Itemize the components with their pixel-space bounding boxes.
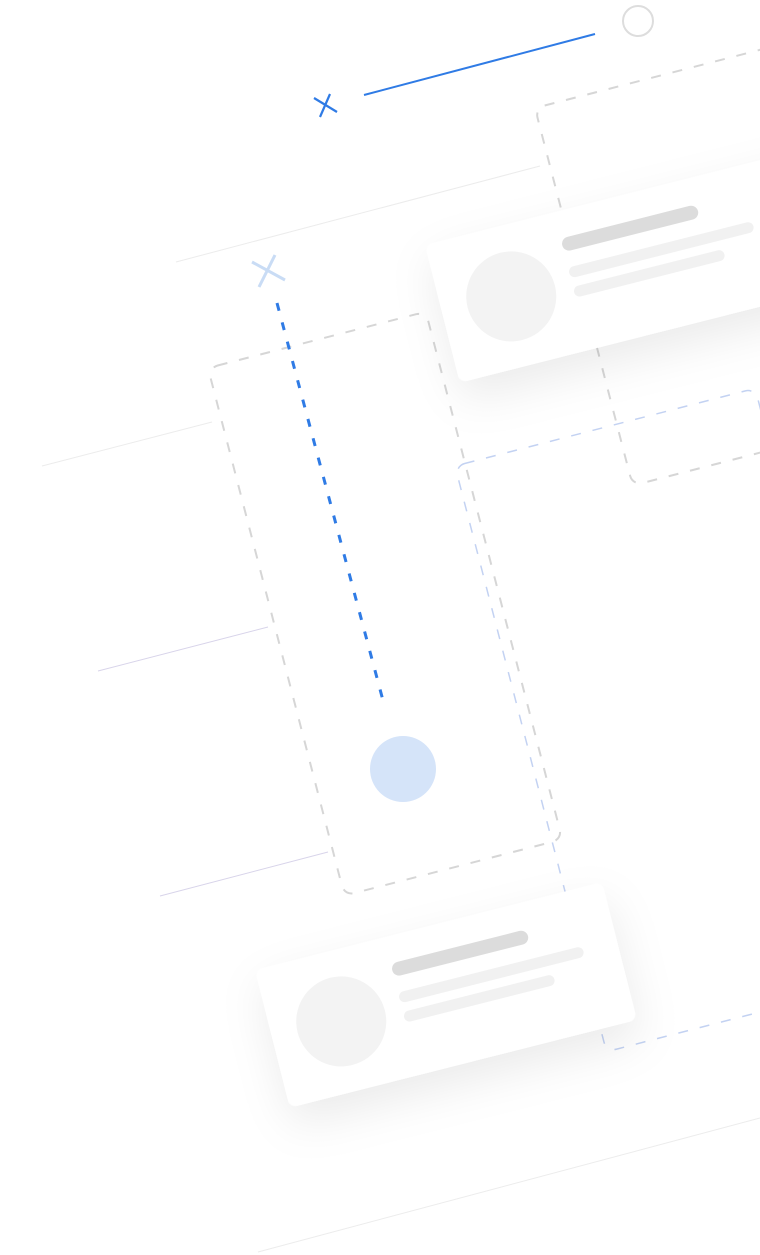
avatar (296, 976, 387, 1067)
dashed-frame-blue (456, 389, 760, 1051)
text-bar (574, 250, 725, 297)
guide-line (97, 626, 269, 672)
name-bar (392, 930, 529, 976)
ring-icon (622, 5, 654, 37)
text-bar (404, 975, 555, 1022)
dashed-frame-right (536, 34, 760, 485)
avatar (466, 251, 557, 342)
guide-line (41, 421, 213, 467)
close-icon-faint (251, 254, 286, 288)
name-bar (562, 205, 699, 251)
drop-target-dot[interactable] (370, 736, 436, 802)
profile-card-bottom[interactable] (255, 882, 637, 1107)
guide-line (175, 165, 541, 263)
guide-line (159, 851, 329, 897)
dashed-frame-middle (209, 312, 562, 895)
text-bar (399, 947, 584, 1003)
connector-line (363, 33, 596, 96)
guide-line (257, 1117, 760, 1253)
text-bar (569, 222, 754, 278)
profile-card-top[interactable] (425, 147, 760, 383)
close-icon (313, 93, 338, 118)
drag-path-line (275, 302, 387, 709)
